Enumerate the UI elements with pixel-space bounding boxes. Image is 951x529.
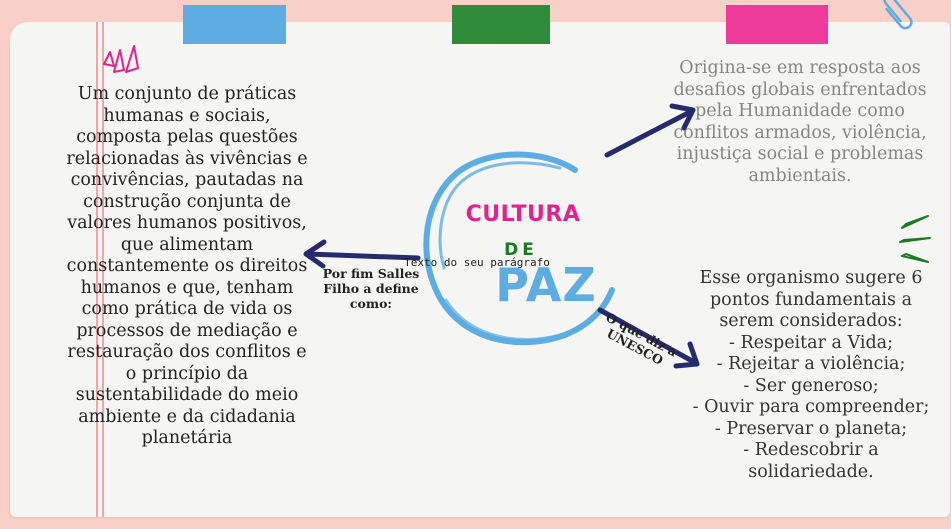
margin-line	[96, 22, 98, 517]
left-arrow-label: Por fim Salles Filho a define como:	[322, 266, 420, 311]
arrow-to-left	[303, 239, 421, 269]
green-accent-lines-icon	[899, 215, 931, 263]
tape-green	[452, 5, 550, 44]
top-right-node-text: Origina-se em resposta aos desafios glob…	[673, 58, 927, 186]
arrow-to-top-right	[604, 103, 696, 158]
tape-blue	[183, 5, 286, 44]
point-item: - Redescobrir a solidariedade.	[743, 440, 879, 482]
title-cultura: CULTURA	[465, 202, 581, 227]
point-item: - Ser generoso;	[743, 375, 879, 396]
bottom-right-node: Esse organismo sugere 6 pontos fundament…	[684, 268, 938, 483]
paper-sheet	[10, 22, 950, 517]
title-de: DE	[504, 240, 538, 260]
arrow-to-bottom-right	[597, 307, 700, 369]
bottom-right-intro: Esse organismo sugere 6 pontos fundament…	[699, 268, 923, 331]
point-item: - Ouvir para compreender;	[692, 397, 930, 417]
point-item: - Preservar o planeta;	[714, 418, 908, 439]
tape-pink	[726, 5, 828, 44]
title-paz: PAZ	[495, 258, 597, 312]
margin-line	[102, 22, 104, 517]
placeholder-text: Texto do seu parágrafo	[404, 256, 550, 269]
pink-accent-lines-icon	[103, 45, 139, 73]
point-item: - Respeitar a Vida;	[729, 332, 893, 353]
left-node-text: Um conjunto de práticas humanas e sociai…	[66, 84, 308, 448]
center-circle	[423, 151, 615, 346]
point-item: - Rejeitar a violência;	[716, 354, 906, 374]
paperclip-icon	[883, 0, 913, 30]
